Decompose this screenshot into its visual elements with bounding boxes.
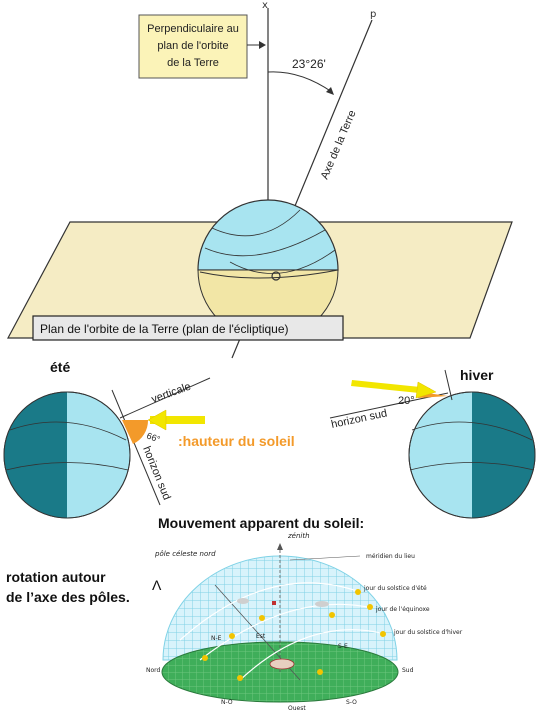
box-arrow-head [259, 41, 266, 49]
zenith-arrow [277, 543, 283, 550]
sun-icon [317, 669, 323, 675]
angle-label: 23°26' [292, 57, 326, 71]
sun-icon [355, 589, 361, 595]
angle-arc [267, 71, 333, 93]
observer-icon [269, 658, 295, 670]
so-label: S-O [346, 699, 357, 706]
summer-sun-path [179, 582, 361, 641]
celestial-dome [162, 555, 398, 661]
sun-icon [259, 615, 265, 621]
winter-globe-line [409, 462, 535, 471]
equinox-sun-path [199, 603, 373, 661]
bottom-title: Mouvement apparent du soleil: [158, 515, 364, 531]
earth-axis-label: Axe de la Terre [319, 109, 359, 182]
axis-x-label: x [262, 0, 268, 11]
sun-icon [380, 631, 386, 637]
summer-globe-night [4, 392, 67, 518]
winter-angle-label: 20° [398, 395, 415, 407]
vertical-label: verticale [150, 381, 193, 406]
lambda-symbol: Λ [152, 577, 162, 593]
north-label: Nord [146, 667, 161, 674]
marker-icon [272, 601, 276, 605]
horizon-south-label: horizon sud [140, 445, 172, 502]
globe-upper [197, 199, 339, 271]
ne-label: N-E [211, 635, 222, 642]
winter-vertical [444, 369, 453, 401]
summer-ray-arrow [147, 409, 167, 431]
equinox-label: jour de l'équinoxe [375, 606, 430, 613]
rotation-line-2: de l’axe des pôles. [6, 589, 130, 605]
meridian-label: méridien du lieu [366, 553, 415, 560]
winter-solstice-label: jour du solstice d'hiver [393, 629, 463, 636]
globe-curve [199, 269, 339, 279]
perpendicular-box [138, 14, 248, 79]
summer-solstice-label: jour du solstice d'été [363, 585, 427, 592]
summer-angle-label: 66° [145, 430, 162, 444]
sun-icon [202, 655, 208, 661]
west-label: Ouest [288, 705, 306, 712]
globe-curve [204, 229, 326, 257]
rotation-line-1: rotation autour [6, 569, 106, 585]
sun-icon [237, 675, 243, 681]
bottom-section: Mouvement apparent du soleil: rotation a… [6, 515, 463, 712]
plane-label: Plan de l'orbite de la Terre (plan de l'… [40, 322, 289, 336]
winter-ray-arrow [415, 381, 437, 399]
perpendicular-line-2: plan de l'orbite [157, 40, 228, 52]
globe-curve [211, 209, 301, 237]
summer-vertical [119, 377, 211, 419]
sun-height-label: :hauteur du soleil [178, 433, 295, 449]
south-label: Sud [402, 667, 414, 674]
pole-label: pôle céleste nord [154, 550, 216, 558]
winter-sun-ray [351, 380, 430, 394]
meridian-line [289, 555, 361, 561]
axis-p-label: p [370, 9, 376, 20]
top-section: x p Perpendiculaire au plan de l'orbite … [6, 0, 513, 359]
summer-globe-line [9, 421, 127, 441]
no-label: N-O [221, 699, 233, 706]
angle-arc-head [326, 87, 334, 95]
sun-icon [367, 604, 373, 610]
sun-icon [229, 633, 235, 639]
summer-angle-wedge [122, 420, 149, 444]
sun-icon [329, 612, 335, 618]
winter-globe-night [472, 392, 535, 518]
middle-section: verticale horizon sud 66° été :hauteur d… [3, 359, 536, 519]
east-label: Est [256, 633, 266, 640]
plane-label-box [32, 315, 344, 341]
cloud-icon [237, 598, 249, 604]
perpendicular-line-3: de la Terre [167, 57, 219, 69]
winter-horizon-label: horizon sud [330, 407, 388, 431]
summer-label: été [50, 359, 70, 375]
globe-curve [229, 249, 336, 274]
summer-globe-line [5, 462, 129, 471]
se-label: S-E [338, 643, 348, 650]
winter-label: hiver [460, 367, 494, 383]
globe-center [271, 271, 281, 281]
cloud-icon [315, 601, 329, 607]
zenith-label: zénith [287, 532, 310, 540]
winter-sun-path [239, 629, 386, 681]
perpendicular-line-1: Perpendiculaire au [147, 23, 239, 35]
summer-horizon [111, 389, 161, 506]
winter-globe-line [411, 421, 533, 441]
